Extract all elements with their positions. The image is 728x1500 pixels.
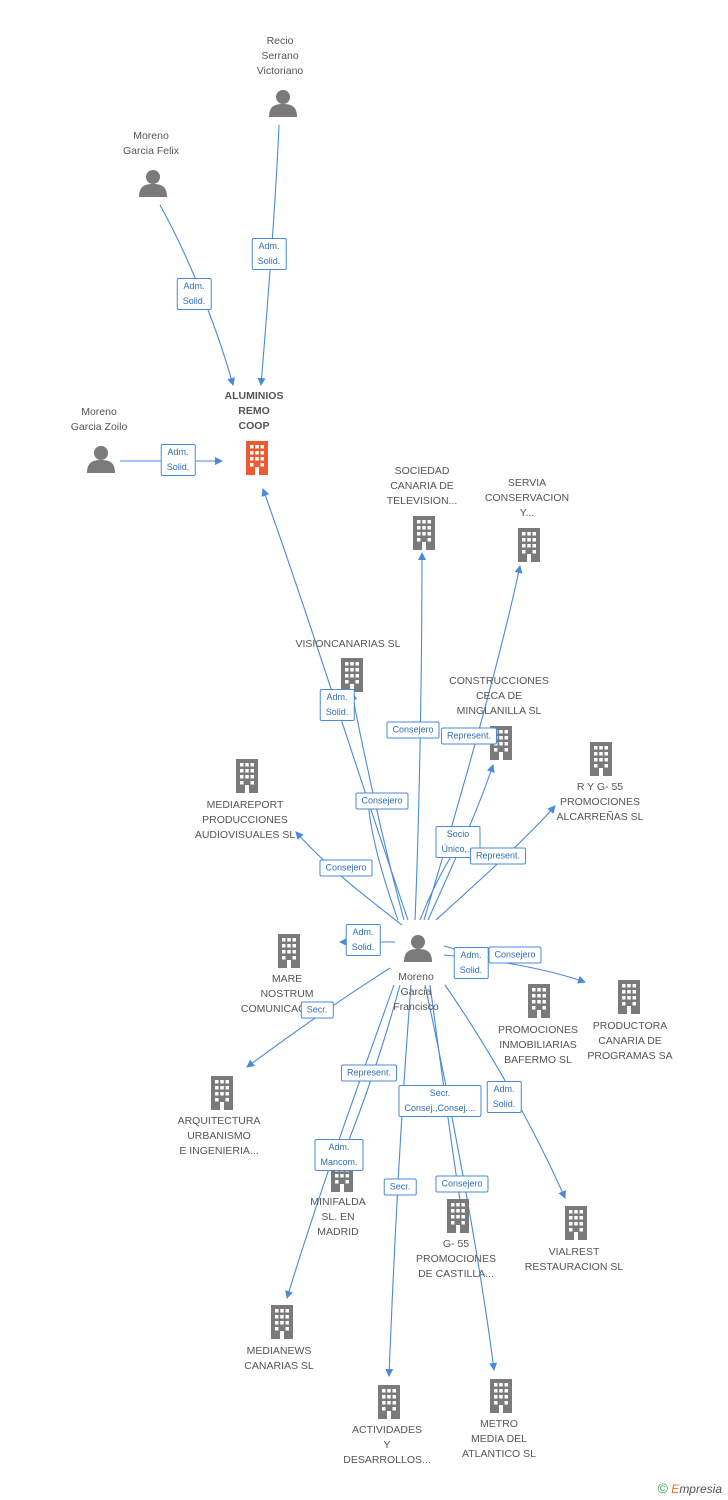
building-icon — [341, 658, 363, 692]
building-icon — [278, 934, 300, 968]
building-icon — [447, 1199, 469, 1233]
node-label-vialrest[interactable]: VIALREST RESTAURACION SL — [524, 1246, 624, 1273]
building-icon — [413, 516, 435, 550]
building-icon — [378, 1385, 400, 1419]
edge-label[interactable]: Represent. — [469, 847, 527, 865]
edge-label[interactable]: Secr. — [383, 1178, 417, 1196]
edge-label[interactable]: Consejero — [386, 721, 440, 739]
edge-francisco-to-medianews — [285, 984, 395, 1299]
edge-label[interactable]: Consejero — [319, 859, 373, 877]
building-icon — [271, 1305, 293, 1339]
node-label-moreno-francisco[interactable]: Moreno Garcia Francisco — [393, 971, 439, 1013]
node-label-g55[interactable]: G- 55 PROMOCIONES DE CASTILLA... — [416, 1238, 496, 1280]
building-icon — [618, 980, 640, 1014]
person-icon — [269, 90, 297, 117]
building-icon — [565, 1206, 587, 1240]
edge-label[interactable]: Consejero — [435, 1175, 489, 1193]
copyright-symbol: © — [657, 1480, 668, 1496]
node-label-moreno-zoilo[interactable]: Moreno Garcia Zoilo — [70, 406, 128, 433]
brand-logo: Empresia — [671, 1482, 722, 1496]
node-label-minifalda[interactable]: MINIFALDA SL. EN MADRID — [310, 1196, 366, 1238]
node-label-servia[interactable]: SERVIA CONSERVACION Y... — [484, 477, 570, 519]
node-label-ryg55[interactable]: R Y G- 55 PROMOCIONES ALCARREÑAS SL — [556, 781, 644, 823]
node-label-arquitectura[interactable]: ARQUITECTURA URBANISMO E INGENIERIA... — [177, 1115, 261, 1157]
edge-label[interactable]: Secr. — [300, 1001, 334, 1019]
edge-label[interactable]: Adm. Solid. — [486, 1081, 522, 1113]
node-label-aluminios[interactable]: ALUMINIOS REMO COOP — [224, 390, 284, 432]
edge-label[interactable]: Adm. Solid. — [160, 444, 196, 476]
node-label-productora[interactable]: PRODUCTORA CANARIA DE PROGRAMAS SA — [587, 1020, 673, 1062]
node-label-metro[interactable]: METRO MEDIA DEL ATLANTICO SL — [462, 1418, 536, 1460]
node-label-mediareport[interactable]: MEDIAREPORT PRODUCCIONES AUDIOVISUALES S… — [194, 799, 296, 841]
node-label-medianews[interactable]: MEDIANEWS CANARIAS SL — [244, 1345, 314, 1372]
building-icon — [528, 984, 550, 1018]
node-label-construcciones[interactable]: CONSTRUCCIONES CECA DE MINGLANILLA SL — [449, 675, 549, 717]
edge-label[interactable]: Adm. Solid. — [345, 924, 381, 956]
building-icon — [211, 1076, 233, 1110]
node-label-recio[interactable]: Recio Serrano Victoriano — [256, 35, 304, 77]
edge-label[interactable]: Consejero — [488, 946, 542, 964]
edge-label[interactable]: Adm. Mancom. — [314, 1139, 364, 1171]
footer-brand: © Empresia — [658, 1480, 722, 1496]
edge-label[interactable]: Adm. Solid. — [176, 278, 212, 310]
node-label-actividades[interactable]: ACTIVIDADES Y DESARROLLOS... — [343, 1424, 431, 1466]
building-icon — [490, 1379, 512, 1413]
edge-francisco-to-actividades — [385, 984, 412, 1377]
person-icon — [139, 170, 167, 197]
building-icon — [236, 759, 258, 793]
node-label-visioncanarias[interactable]: VISIONCANARIAS SL — [295, 638, 401, 650]
node-label-sociedad[interactable]: SOCIEDAD CANARIA DE TELEVISION... — [386, 465, 458, 507]
person-icon — [404, 935, 432, 962]
edge-label[interactable]: Represent. — [340, 1064, 398, 1082]
edge-label[interactable]: Represent. — [440, 727, 498, 745]
edge-label[interactable]: Adm. Solid. — [453, 947, 489, 979]
node-label-moreno-felix[interactable]: Moreno Garcia Felix — [122, 130, 180, 157]
building-icon — [246, 441, 268, 475]
edge-francisco-extra-a — [367, 799, 399, 921]
edge-label[interactable]: Adm. Solid. — [319, 689, 355, 721]
person-icon — [87, 446, 115, 473]
building-icon — [590, 742, 612, 776]
edge-francisco-to-mediareport — [295, 831, 403, 926]
edge-label[interactable]: Consejero — [355, 792, 409, 810]
edge-label[interactable]: Adm. Solid. — [251, 238, 287, 270]
edge-label[interactable]: Secr. Consej.,Consej.... — [398, 1085, 482, 1117]
edge-label[interactable]: Socio Único,... — [435, 826, 481, 858]
node-label-promociones-bafermo[interactable]: PROMOCIONES INMOBILIARIAS BAFERMO SL — [498, 1024, 578, 1066]
building-icon — [518, 528, 540, 562]
